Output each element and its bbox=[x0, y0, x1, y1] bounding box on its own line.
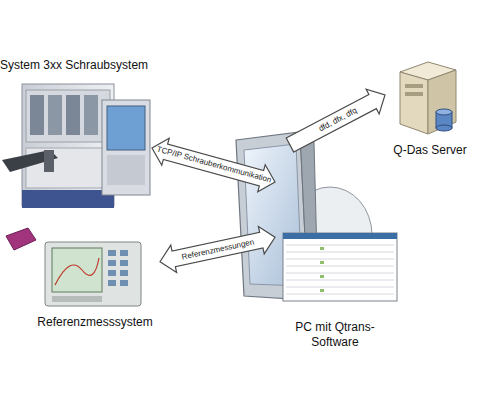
block-arrow bbox=[286, 89, 385, 152]
icon bbox=[320, 289, 324, 292]
status-icons bbox=[320, 247, 324, 292]
server-side bbox=[428, 70, 456, 134]
instrument-buttons bbox=[108, 250, 128, 286]
server-illustration bbox=[400, 62, 456, 134]
controller-unit bbox=[84, 95, 98, 135]
button bbox=[108, 260, 116, 266]
block-arrow bbox=[152, 138, 275, 191]
arrow-label: dfd, dfx, dfq bbox=[317, 106, 359, 134]
reference-system-illustration bbox=[6, 228, 141, 306]
instrument-screen bbox=[52, 248, 102, 292]
nutrunner-grip bbox=[44, 150, 54, 172]
icon bbox=[320, 247, 324, 250]
terminal bbox=[102, 100, 150, 195]
row-line bbox=[286, 280, 394, 281]
terminal-screen bbox=[107, 106, 145, 150]
window-rows bbox=[286, 245, 394, 294]
controller-unit bbox=[48, 95, 62, 135]
row-line bbox=[286, 259, 394, 260]
database-bottom bbox=[436, 125, 452, 131]
database-top bbox=[436, 109, 452, 115]
pc-label-box: PC mit Qtrans- Software bbox=[275, 145, 395, 350]
row-line bbox=[286, 245, 394, 246]
node-label: PC mit Qtrans- Software bbox=[285, 320, 385, 350]
button bbox=[108, 270, 116, 276]
block-arrow bbox=[160, 226, 275, 272]
button bbox=[120, 280, 128, 286]
pc-illustration bbox=[236, 132, 397, 301]
icon bbox=[320, 261, 324, 264]
software-window bbox=[283, 233, 397, 301]
drive-bay bbox=[405, 84, 423, 88]
row-line bbox=[286, 294, 394, 295]
button bbox=[108, 250, 116, 256]
reference-label-box: Referenzmesssystem bbox=[30, 225, 160, 330]
instrument-strip bbox=[52, 296, 102, 302]
button bbox=[120, 260, 128, 266]
button bbox=[120, 270, 128, 276]
screwing-system-illustration bbox=[2, 84, 150, 208]
system-label-box: System 3xx Schraubsystem bbox=[0, 58, 152, 218]
row-line bbox=[286, 287, 394, 288]
measurement-curve bbox=[55, 258, 99, 285]
row-line bbox=[286, 252, 394, 253]
controller-unit bbox=[66, 95, 80, 135]
node-label: System 3xx Schraubsystem bbox=[0, 58, 148, 73]
window-titlebar bbox=[283, 233, 397, 239]
row-line bbox=[286, 266, 394, 267]
node-label: Referenzmesssystem bbox=[37, 315, 152, 330]
cabinet bbox=[22, 84, 114, 206]
node-label: Q-Das Server bbox=[393, 143, 466, 158]
row-line bbox=[286, 273, 394, 274]
icon bbox=[320, 275, 324, 278]
cabinet-panel bbox=[26, 90, 110, 142]
drive-bay bbox=[405, 92, 423, 96]
sensor-device bbox=[6, 228, 36, 250]
instrument-case bbox=[45, 242, 141, 306]
terminal-keys bbox=[107, 155, 145, 185]
cabinet-base bbox=[22, 190, 114, 208]
nutrunner-tool bbox=[2, 150, 58, 172]
button bbox=[120, 250, 128, 256]
button bbox=[108, 280, 116, 286]
arrow-label: Referenzmessungen bbox=[180, 237, 254, 262]
arrow-label: TCP/IP Schrauberkommunikation bbox=[155, 144, 272, 185]
server-front bbox=[400, 72, 428, 134]
server-label-box: Q-Das Server bbox=[385, 58, 475, 158]
controller-unit bbox=[30, 95, 44, 135]
